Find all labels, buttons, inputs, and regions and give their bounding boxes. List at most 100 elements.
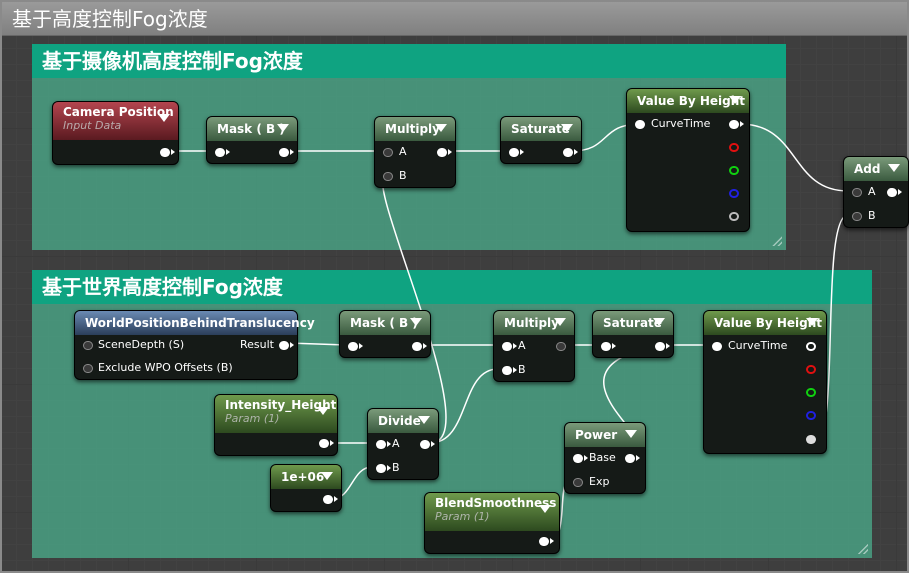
collapse-arrow-icon[interactable]: [418, 416, 430, 424]
output-pin-green[interactable]: [729, 166, 739, 175]
collapse-arrow-icon[interactable]: [888, 164, 900, 172]
output-pin[interactable]: [412, 342, 427, 351]
input-pin-b[interactable]: [852, 212, 862, 221]
node-title: Mask ( B ): [350, 316, 418, 330]
collapse-arrow-icon[interactable]: [729, 96, 741, 104]
pin-label-a: A: [868, 185, 876, 198]
output-pin[interactable]: [323, 495, 338, 504]
node-saturate-bottom[interactable]: Saturate: [592, 310, 674, 358]
input-pin-b[interactable]: [376, 464, 391, 473]
input-pin[interactable]: [509, 148, 524, 157]
node-header: Saturate: [593, 311, 673, 335]
input-pin[interactable]: [601, 342, 616, 351]
pin-label-b: B: [392, 461, 400, 474]
input-pin-curvetime[interactable]: [635, 120, 645, 129]
node-camera-position[interactable]: Camera Position Input Data: [52, 101, 179, 165]
node-title: Saturate: [511, 122, 570, 136]
node-mask-top[interactable]: Mask ( B ): [206, 116, 298, 164]
node-header: BlendSmoothness Param (1): [425, 493, 559, 531]
input-pin-scenedepth[interactable]: [83, 341, 93, 350]
node-value-by-height-top[interactable]: Value By Height CurveTime: [626, 88, 750, 232]
resize-grip-icon[interactable]: [858, 544, 868, 554]
collapse-arrow-icon[interactable]: [539, 505, 551, 513]
node-add[interactable]: Add A B: [843, 156, 909, 228]
node-header: Multiply: [494, 311, 574, 335]
pin-label-exclude-wpo: Exclude WPO Offsets (B): [98, 361, 233, 374]
node-header: 1e+06: [271, 465, 341, 489]
node-constant[interactable]: 1e+06: [270, 464, 342, 512]
input-pin[interactable]: [348, 342, 363, 351]
resize-grip-icon[interactable]: [772, 236, 782, 246]
output-pin[interactable]: [279, 148, 294, 157]
input-pin-a[interactable]: [502, 342, 517, 351]
output-pin-alpha[interactable]: [729, 212, 739, 221]
input-pin-a[interactable]: [852, 188, 862, 197]
input-pin-b[interactable]: [502, 366, 517, 375]
output-pin[interactable]: [319, 439, 334, 448]
output-pin[interactable]: [887, 188, 902, 197]
output-pin[interactable]: [655, 342, 670, 351]
output-pin-result[interactable]: [279, 341, 294, 350]
node-subtitle: Param (1): [225, 412, 280, 425]
output-pin[interactable]: [160, 148, 175, 157]
output-pin-red[interactable]: [729, 143, 739, 152]
input-pin-a[interactable]: [376, 440, 391, 449]
output-pin[interactable]: [556, 342, 566, 351]
node-header: Value By Height: [704, 311, 826, 335]
node-subtitle: Param (1): [435, 510, 490, 523]
input-pin-exclude-wpo[interactable]: [83, 364, 93, 373]
output-pin-blue[interactable]: [806, 411, 816, 420]
node-saturate-top[interactable]: Saturate: [500, 116, 582, 164]
node-title: Multiply: [385, 122, 440, 136]
output-pin[interactable]: [625, 454, 640, 463]
node-divide[interactable]: Divide A B: [367, 408, 439, 480]
output-pin[interactable]: [563, 148, 578, 157]
output-pin-white[interactable]: [806, 342, 816, 351]
input-pin-curvetime[interactable]: [712, 342, 722, 351]
node-header: Saturate: [501, 117, 581, 141]
node-header: WorldPositionBehindTranslucency: [75, 311, 315, 335]
input-pin[interactable]: [215, 148, 230, 157]
node-value-by-height-bottom[interactable]: Value By Height CurveTime: [703, 310, 827, 454]
node-title: Intensity_Height: [225, 398, 337, 412]
collapse-arrow-icon[interactable]: [317, 407, 329, 415]
outer-comment-title: 基于高度控制Fog浓度: [2, 2, 907, 36]
collapse-arrow-icon[interactable]: [561, 124, 573, 132]
node-header: Intensity_Height Param (1): [215, 395, 337, 433]
node-header: Divide: [368, 409, 438, 433]
node-blend-smoothness[interactable]: BlendSmoothness Param (1): [424, 492, 560, 554]
collapse-arrow-icon[interactable]: [435, 124, 447, 132]
node-multiply-top[interactable]: Multiply A B: [374, 116, 456, 188]
input-pin-exp[interactable]: [573, 478, 583, 487]
node-subtitle: Input Data: [63, 119, 122, 132]
node-world-position[interactable]: WorldPositionBehindTranslucency SceneDep…: [74, 310, 315, 380]
pin-label-b: B: [399, 169, 407, 182]
output-pin[interactable]: [420, 440, 435, 449]
collapse-arrow-icon[interactable]: [653, 318, 665, 326]
collapse-arrow-icon[interactable]: [321, 472, 333, 480]
collapse-arrow-icon[interactable]: [277, 124, 289, 132]
node-power[interactable]: Power Base Exp: [564, 422, 646, 494]
collapse-arrow-icon[interactable]: [806, 318, 818, 326]
output-pin[interactable]: [437, 148, 452, 157]
output-pin-alpha[interactable]: [806, 435, 816, 444]
node-title: BlendSmoothness: [435, 496, 557, 510]
input-pin-b[interactable]: [383, 172, 393, 181]
collapse-arrow-icon[interactable]: [410, 318, 422, 326]
output-pin-white[interactable]: [729, 120, 744, 129]
collapse-arrow-icon[interactable]: [554, 318, 566, 326]
node-intensity-height[interactable]: Intensity_Height Param (1): [214, 394, 338, 456]
node-header: Power: [565, 423, 645, 447]
collapse-arrow-icon[interactable]: [625, 430, 637, 438]
output-pin-green[interactable]: [806, 388, 816, 397]
collapse-arrow-icon[interactable]: [158, 114, 170, 122]
output-pin-blue[interactable]: [729, 189, 739, 198]
input-pin-base[interactable]: [573, 454, 588, 463]
node-header: Multiply: [375, 117, 455, 141]
node-multiply-bottom[interactable]: Multiply A B: [493, 310, 575, 382]
node-header: Camera Position Input Data: [53, 102, 178, 140]
node-mask-bottom[interactable]: Mask ( B ): [339, 310, 431, 358]
output-pin-red[interactable]: [806, 365, 816, 374]
output-pin[interactable]: [539, 537, 554, 546]
input-pin-a[interactable]: [383, 148, 393, 157]
